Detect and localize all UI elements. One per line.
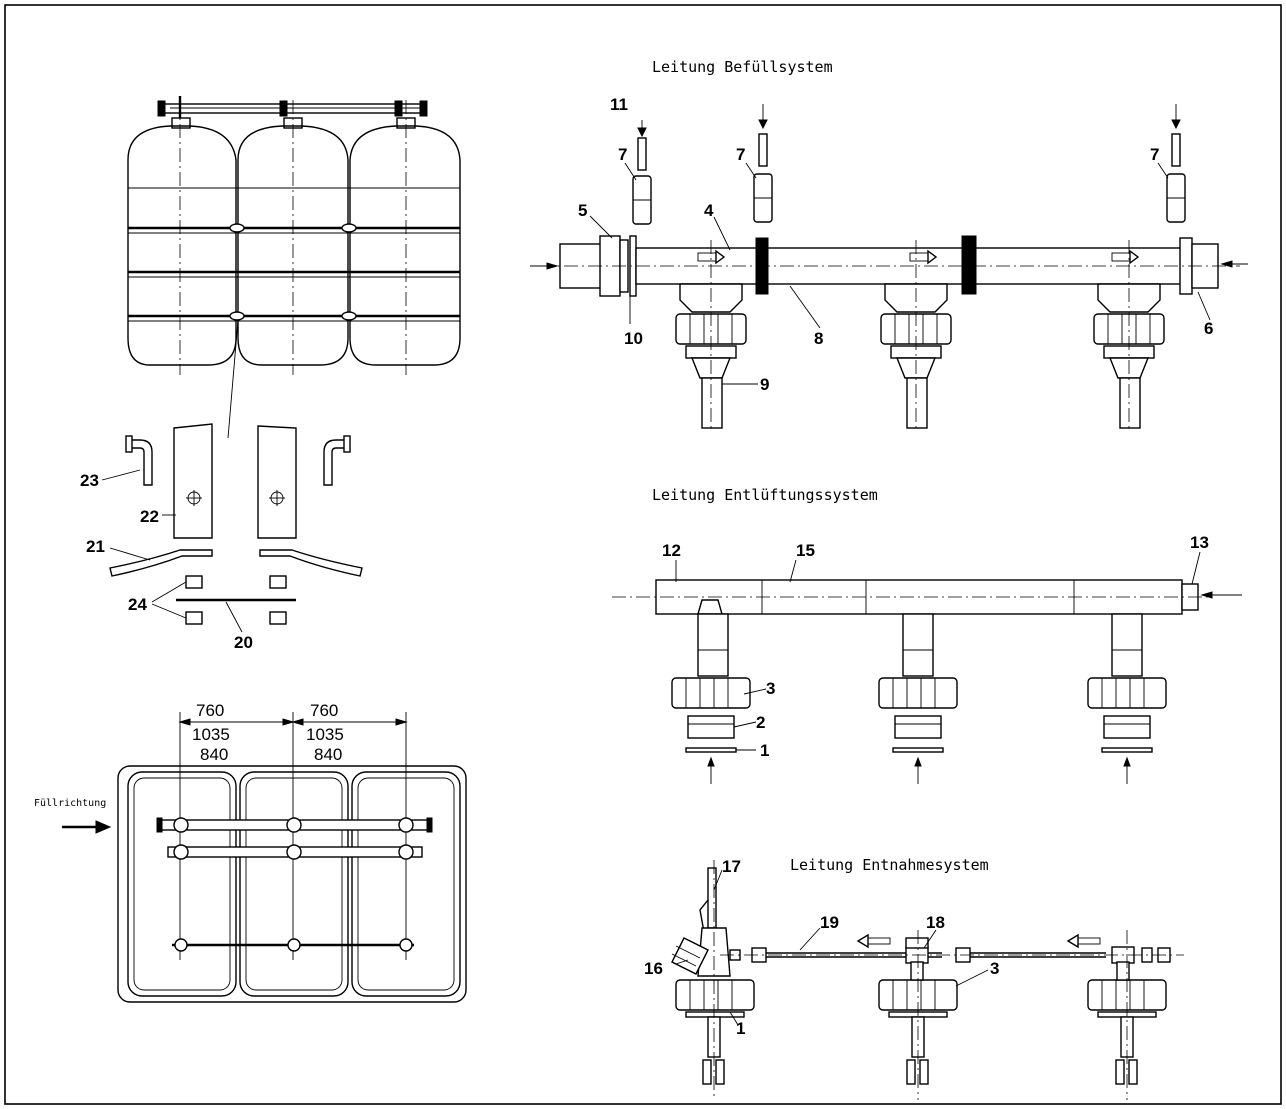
part-label-3a: 3	[766, 679, 775, 698]
part-label-5: 5	[578, 201, 587, 220]
part-label-9: 9	[760, 375, 769, 394]
fill-direction-label: Füllrichtung	[34, 798, 106, 809]
dimension-right-3: 840	[314, 745, 342, 764]
part-label-15: 15	[796, 541, 815, 560]
part-label-2: 2	[756, 713, 765, 732]
part-label-22: 22	[140, 507, 159, 526]
part-label-1a: 1	[760, 741, 769, 760]
part-label-20: 20	[234, 633, 253, 652]
part-label-18: 18	[926, 913, 945, 932]
tank-front-view	[127, 96, 461, 439]
part-label-7c: 7	[1150, 145, 1159, 164]
part-label-10: 10	[624, 329, 643, 348]
part-label-13: 13	[1190, 533, 1209, 552]
extract-system-title: Leitung Entnahmesystem	[790, 856, 989, 874]
part-label-24: 24	[128, 595, 147, 614]
dimension-right-1: 760	[310, 701, 338, 720]
part-label-21: 21	[86, 537, 105, 556]
part-label-8: 8	[814, 329, 823, 348]
part-label-11: 11	[610, 95, 628, 114]
tank-top-view	[62, 712, 467, 1003]
part-label-4: 4	[704, 201, 714, 220]
fill-system-title: Leitung Befüllsystem	[652, 58, 833, 76]
part-label-17: 17	[722, 857, 741, 876]
dimension-left-1: 760	[196, 701, 224, 720]
part-label-6: 6	[1204, 319, 1213, 338]
dimension-left-2: 1035	[192, 725, 230, 744]
part-label-12: 12	[662, 541, 681, 560]
dimension-right-2: 1035	[306, 725, 344, 744]
clip-detail	[101, 423, 363, 633]
extract-system-drawing	[671, 860, 1184, 1100]
part-label-7a: 7	[618, 145, 627, 164]
part-label-23: 23	[80, 471, 99, 490]
vent-system-drawing	[612, 551, 1242, 784]
part-label-3b: 3	[990, 959, 999, 978]
part-label-1b: 1	[736, 1019, 745, 1038]
part-label-16: 16	[644, 959, 663, 978]
dimension-left-3: 840	[200, 745, 228, 764]
vent-system-title: Leitung Entlüftungssystem	[652, 486, 878, 504]
part-label-7b: 7	[736, 145, 745, 164]
fill-system-drawing	[530, 104, 1248, 430]
part-label-19: 19	[820, 913, 839, 932]
